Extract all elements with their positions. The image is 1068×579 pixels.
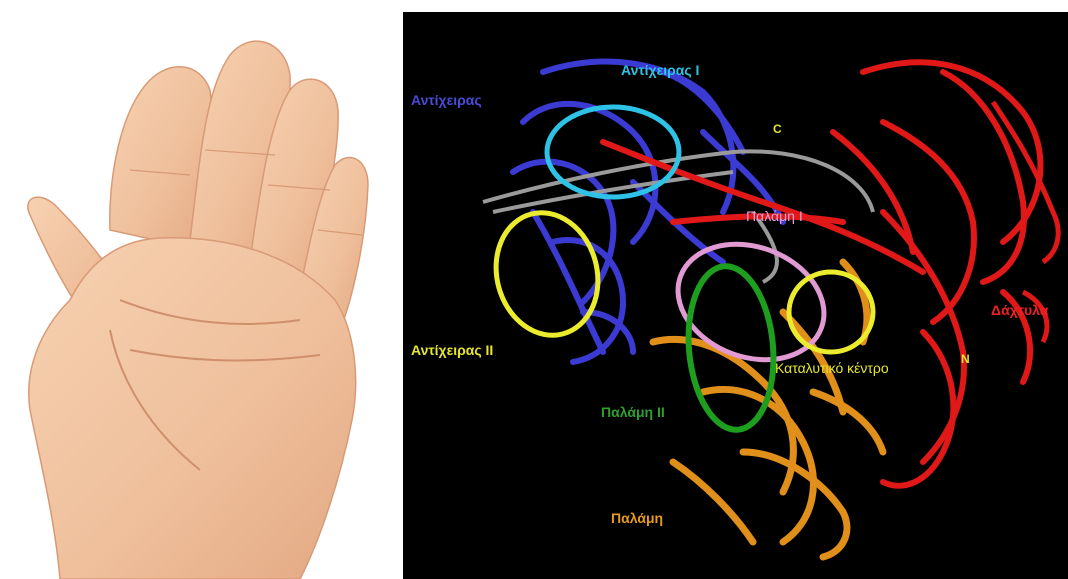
- label-thumb-1: Αντίχειρας Ι: [621, 62, 699, 78]
- palm-2-ring: [682, 263, 780, 434]
- label-n-terminus: N: [961, 352, 970, 366]
- label-catalytic-center: Καταλυτικό κέντρο: [775, 360, 889, 376]
- label-thumb-2: Αντίχειρας ΙΙ: [411, 342, 493, 358]
- label-palm-2: Παλάμη ΙΙ: [601, 404, 665, 420]
- hand-palm-shape: [28, 41, 368, 579]
- label-palm-1: Παλάμη Ι: [746, 208, 803, 224]
- label-c-terminus: C: [773, 122, 782, 136]
- hand-image: [0, 0, 395, 579]
- catalytic-center-ring: [789, 272, 873, 352]
- polymerase-structure-panel: Αντίχειρας Αντίχειρας Ι Αντίχειρας ΙΙ Πα…: [403, 12, 1068, 579]
- label-thumb: Αντίχειρας: [411, 92, 482, 108]
- label-fingers: Δάχτυλα: [991, 302, 1048, 318]
- label-palm: Παλάμη: [611, 510, 663, 526]
- thumb-1-ring: [547, 107, 679, 197]
- palm-domain: [653, 262, 883, 557]
